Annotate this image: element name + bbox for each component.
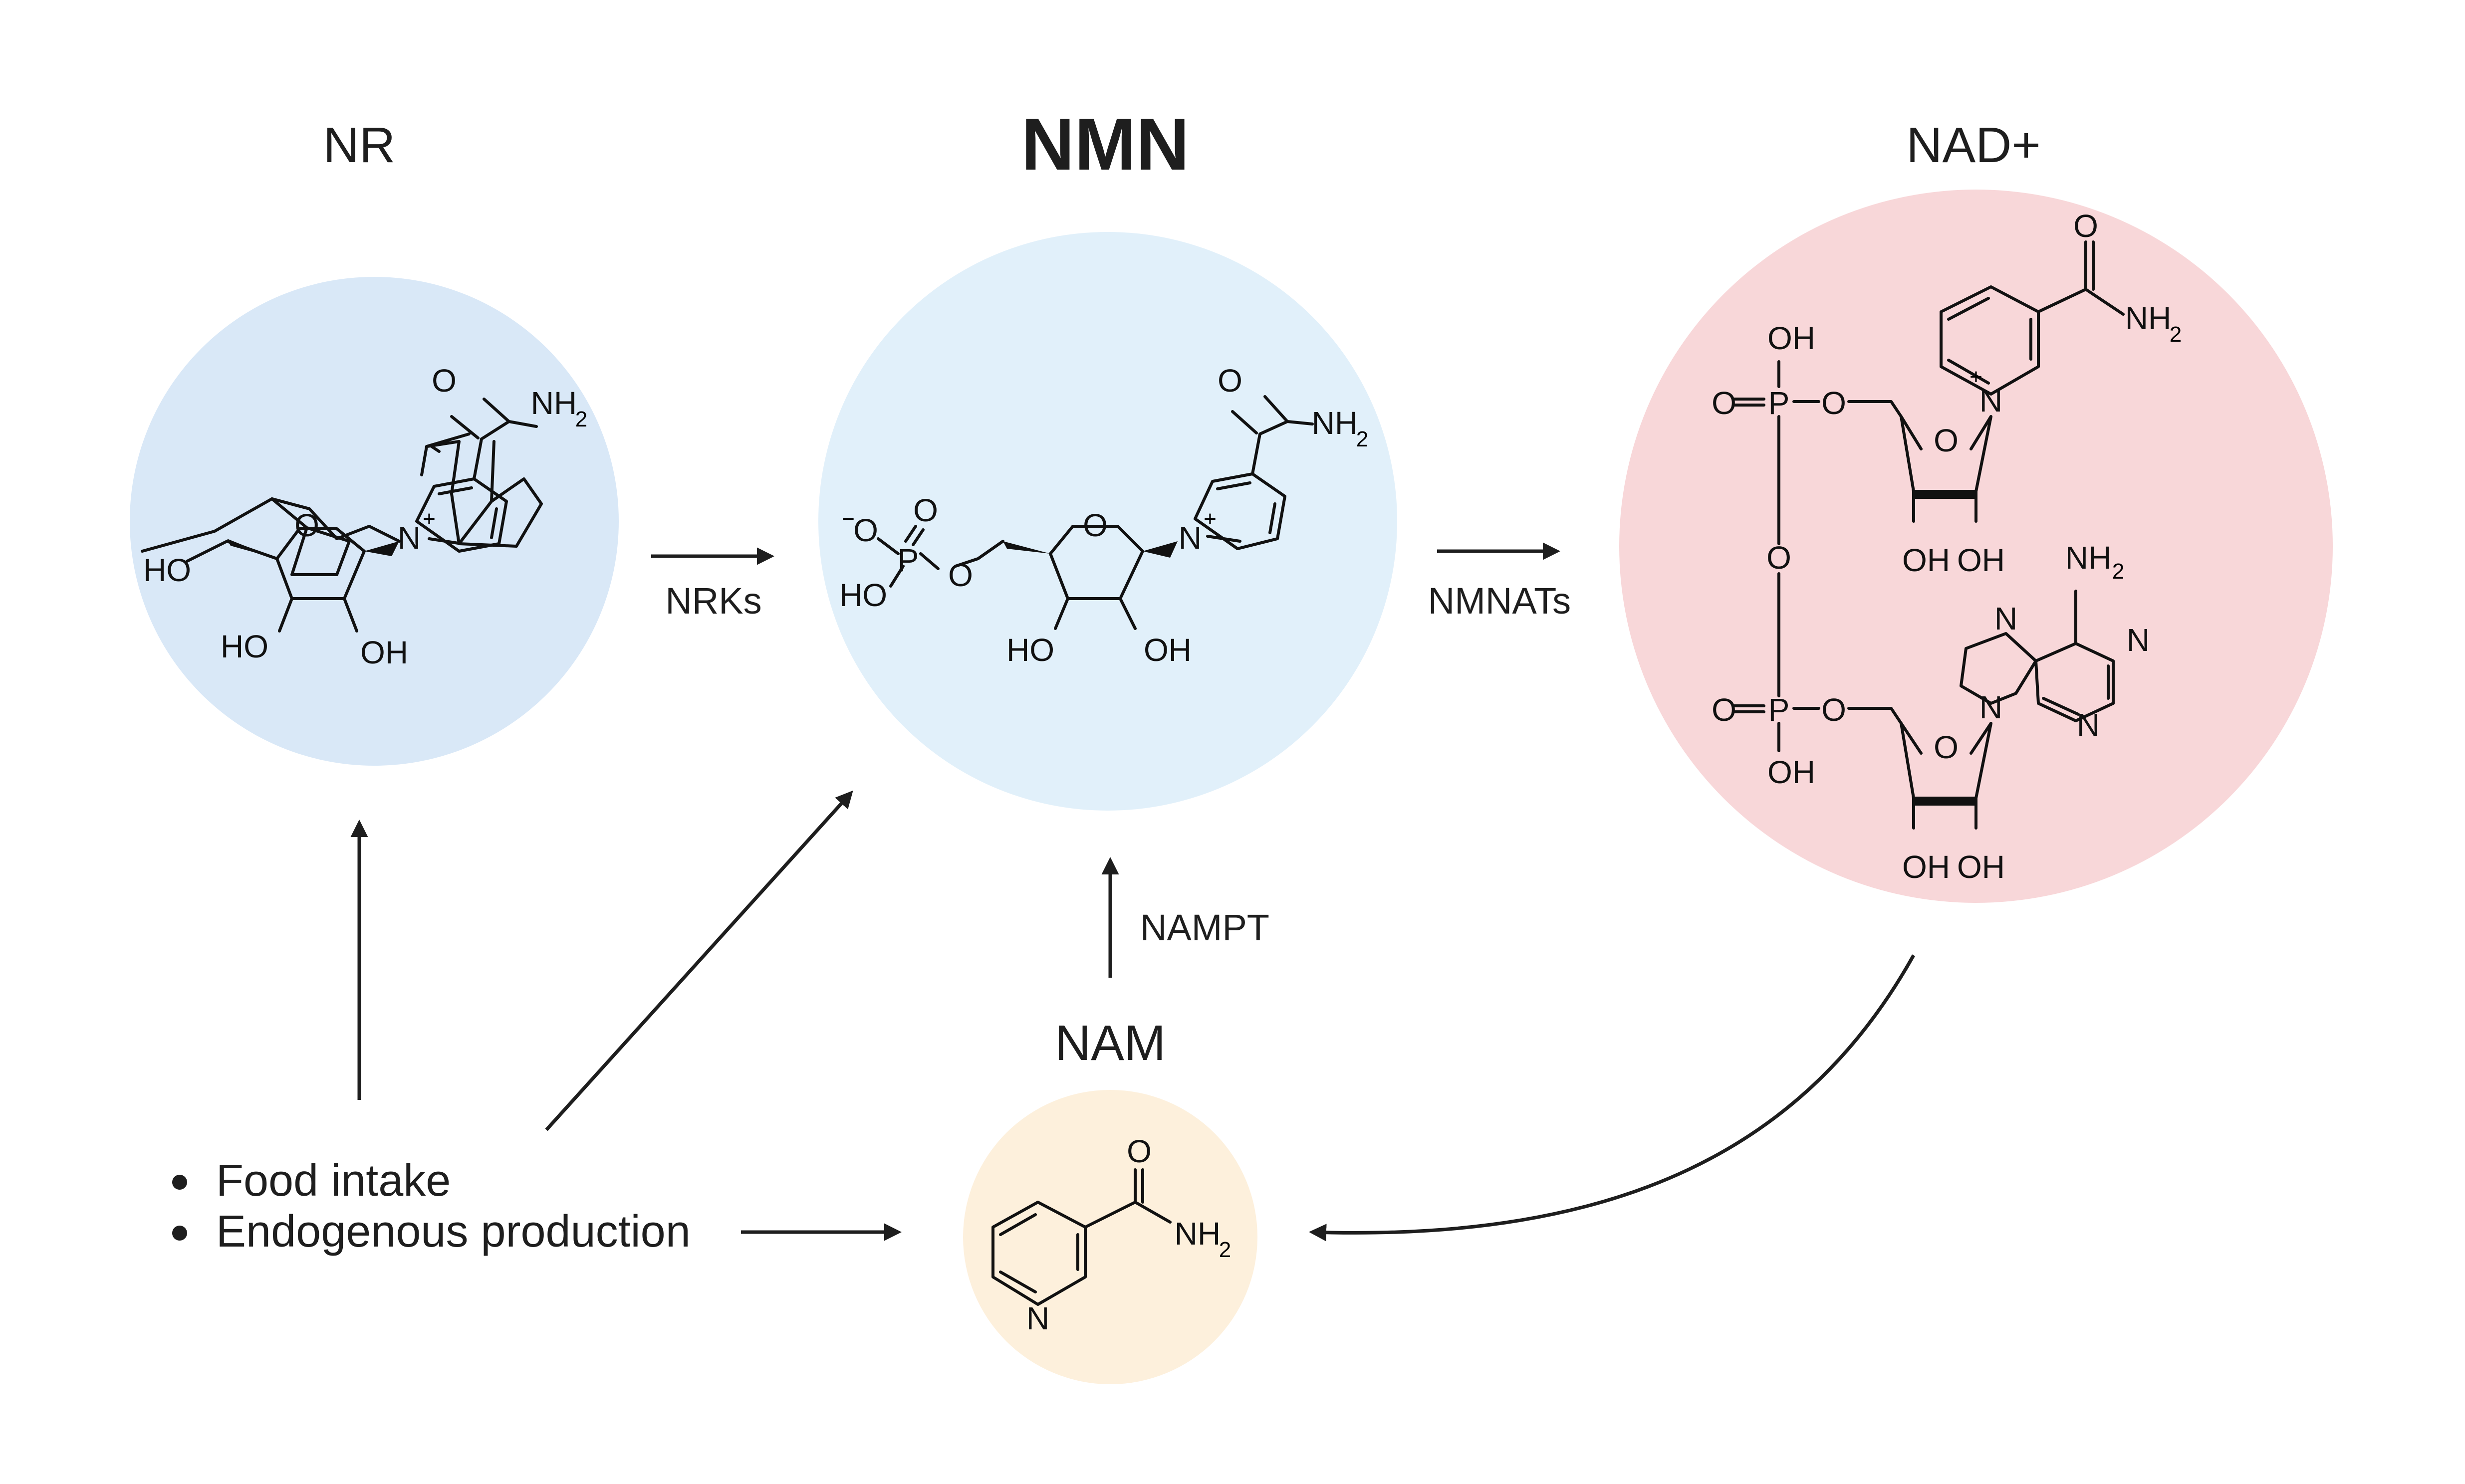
nmn-circle [818, 232, 1397, 811]
nr-sub-2: 2 [575, 407, 587, 431]
nmn-charge-minus: − [842, 507, 855, 531]
nam-atom-nh: NH [1175, 1216, 1221, 1252]
nad-atom-o-ribose-top: O [1934, 423, 1959, 458]
nad-atom-nh-adenine: NH [2065, 540, 2111, 576]
nad-atom-o-amide: O [2073, 208, 2098, 244]
nad-atom-n9: N [1979, 689, 2002, 725]
nr-pyridinium [415, 398, 538, 553]
nmn-atom-o-amide: O [1218, 363, 1242, 399]
nam-title: NAM [1055, 1015, 1166, 1071]
nmn-atom-nh: NH [1312, 405, 1358, 441]
nr-ribose [186, 527, 399, 633]
nad-atom-p-bottom: P [1768, 692, 1790, 728]
nr-atom-ho: HO [143, 552, 191, 588]
nad-phosphate-backbone [1732, 360, 1820, 752]
arrow-nad-to-nam [1309, 954, 1916, 1242]
nmn-atom-o: O [1083, 507, 1108, 543]
nr-atom-o: O [294, 507, 319, 543]
nad-circle [1619, 190, 2333, 903]
nmn-atom-oh: OH [1144, 632, 1192, 668]
nr-circle [130, 277, 619, 766]
nad-structure: OH P O O O P O O OH O OH OH N + O NH 2 [1712, 208, 2182, 885]
nam-pyridine [991, 1168, 1172, 1306]
nmn-sub-2: 2 [1356, 427, 1368, 451]
nad-atom-n1: N [2127, 622, 2150, 658]
nam-atom-n: N [1026, 1300, 1049, 1336]
nad-atom-p-top: P [1768, 385, 1790, 421]
nmn-atom-o-link: O [948, 557, 973, 593]
nad-adenine [1960, 590, 2115, 722]
nad-atom-n3: N [2077, 707, 2100, 743]
nr-title: NR [323, 117, 395, 173]
nad-atom-oh-ribose-top-1: OH [1902, 542, 1950, 578]
source-item-endogenous-production: Endogenous production [216, 1207, 691, 1257]
nr-atom-oh: OH [360, 635, 408, 670]
nr-atom-n: N [398, 520, 421, 556]
nmn-atom-n: N [1179, 520, 1202, 556]
nad-ribose-top [1847, 400, 1992, 523]
nad-sub-2-top: 2 [2170, 322, 2182, 347]
nr-atom-o-amide: O [432, 363, 457, 399]
nam-structure: N O NH 2 [991, 1133, 1231, 1336]
nad-charge-plus: + [1970, 365, 1982, 389]
nam-sub-2: 2 [1219, 1238, 1231, 1262]
nad-ribose-bottom [1847, 707, 1992, 830]
nad-atom-oh-top: OH [1767, 320, 1815, 356]
nr-atom-nh: NH [531, 385, 577, 421]
nr-structure: O HO HO OH N + O NH 2 [141, 363, 587, 670]
nad-atom-o-bridge: O [1766, 540, 1791, 576]
bullet-dot [172, 1175, 187, 1190]
nad-atom-o-double-bottom: O [1712, 692, 1736, 728]
nr-atom-ho-2: HO [221, 629, 268, 664]
nad-sub-2-adenine: 2 [2112, 559, 2124, 584]
nad-atom-o-link-bottom: O [1821, 692, 1846, 728]
nad-atom-o-link-top: O [1821, 385, 1846, 421]
nmn-atom-o-double: O [913, 492, 938, 528]
nr-ribose-ring [270, 497, 351, 576]
nad-atom-n7: N [1994, 601, 2017, 636]
nmn-atom-ho-phosphate: HO [839, 577, 887, 613]
enzyme-label-nrks: NRKs [665, 580, 761, 622]
nr-charge-plus: + [423, 507, 436, 531]
nmn-pyridinium [1194, 395, 1314, 550]
nad-atom-o-double-top: O [1712, 385, 1736, 421]
nmn-title: NMN [1021, 103, 1189, 186]
nad-atom-o-ribose-bottom: O [1934, 729, 1959, 765]
nad-atom-n-pyridinium: N [1979, 383, 2002, 419]
nad-atom-oh-ribose-bottom-2: OH [1957, 849, 2005, 885]
nmn-structure: O O HO OH P O O − HO N + O NH 2 [839, 363, 1368, 668]
nad-atom-oh-ribose-bottom-1: OH [1902, 849, 1950, 885]
bullet-dot [172, 1226, 187, 1241]
nad-atom-oh-ribose-top-2: OH [1957, 542, 2005, 578]
sources-list: Food intake Endogenous production [172, 1156, 691, 1257]
nmn-atom-ho: HO [1006, 632, 1054, 668]
nmn-atom-o-minus: O [853, 512, 878, 548]
nmn-charge-plus: + [1204, 507, 1217, 531]
nad-atom-oh-bottom: OH [1767, 754, 1815, 790]
nmn-phosphate [877, 525, 940, 588]
arrow-sources-to-nmn [545, 790, 853, 1131]
enzyme-label-nampt: NAMPT [1140, 907, 1269, 948]
nad-pyridinium [1940, 240, 2125, 396]
nmn-ribose [954, 525, 1178, 630]
nad-title: NAD+ [1906, 117, 2041, 173]
nmn-atom-p: P [898, 542, 919, 578]
source-item-food-intake: Food intake [216, 1156, 451, 1206]
nam-atom-o: O [1127, 1133, 1152, 1169]
nam-circle [963, 1090, 1257, 1384]
enzyme-label-nmnats: NMNATs [1428, 580, 1571, 622]
nad-atom-nh: NH [2125, 300, 2171, 336]
